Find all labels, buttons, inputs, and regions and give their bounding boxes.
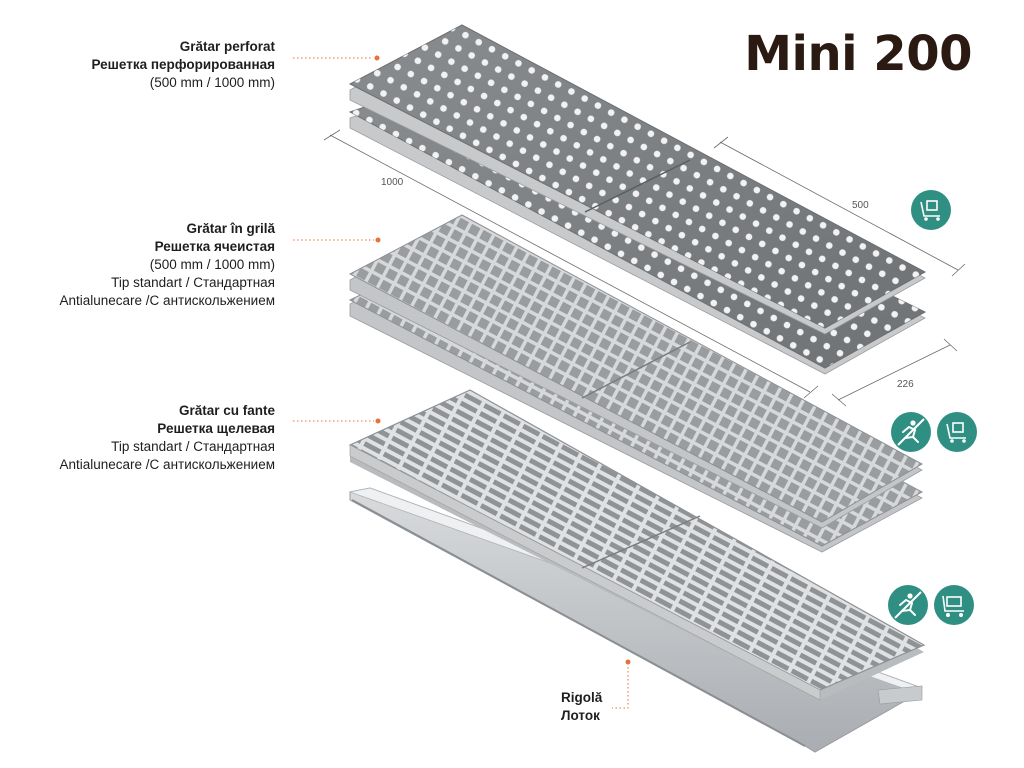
cart-load-icon <box>934 585 974 625</box>
page-title: Mini 200 <box>744 26 972 82</box>
cart-load-icon <box>911 190 951 230</box>
label-mesh-ru: Решетка ячеистая <box>154 239 275 254</box>
leader-lines <box>293 57 629 709</box>
label-mesh-type: Tip standart / Стандартная <box>111 275 275 290</box>
label-slotted-ro: Grătar cu fante <box>178 403 275 418</box>
dimension-1000 <box>323 129 819 399</box>
label-slotted-ru: Решетка щелевая <box>157 421 275 436</box>
label-mesh-ro: Grătar în grilă <box>186 221 275 236</box>
leader-dot-perforated <box>374 55 380 61</box>
anti-slip-icon <box>891 412 931 452</box>
label-mesh-anti: Antialunecare /С антискольжением <box>59 293 276 308</box>
label-slotted-type: Tip standart / Стандартная <box>111 439 275 454</box>
dim-label-500: 500 <box>852 200 869 211</box>
label-perforated-ru: Решетка перфорированная <box>91 57 275 72</box>
dim-label-1000: 1000 <box>381 177 404 188</box>
label-channel-ro: Rigolă <box>561 690 603 705</box>
anti-slip-icon <box>888 585 928 625</box>
label-slotted-grate: Grătar cu fante Решетка щелевая Tip stan… <box>60 402 276 474</box>
label-channel-ru: Лоток <box>561 708 600 723</box>
label-mesh-grate: Grătar în grilă Решетка ячеистая (500 mm… <box>60 220 276 310</box>
leader-dot-channel <box>625 659 631 665</box>
dimension-500 <box>713 136 966 277</box>
perforated-grate-upper <box>348 24 927 335</box>
slotted-grate <box>348 389 926 701</box>
label-mesh-size: (500 mm / 1000 mm) <box>149 257 275 272</box>
label-slotted-anti: Antialunecare /С антискольжением <box>59 457 276 472</box>
label-perforated-ro: Grătar perforat <box>179 39 275 54</box>
dim-label-226: 226 <box>897 379 914 390</box>
dimension-226 <box>831 338 958 407</box>
leader-dot-slotted <box>375 418 381 424</box>
label-channel: Rigolă Лоток <box>561 689 602 725</box>
mesh-grate-upper <box>348 214 924 529</box>
label-perforated-grate: Grătar perforat Решетка перфорированная … <box>91 38 275 92</box>
cart-load-icon <box>937 412 977 452</box>
leader-dot-mesh <box>375 237 381 243</box>
label-perforated-size: (500 mm / 1000 mm) <box>149 75 275 90</box>
